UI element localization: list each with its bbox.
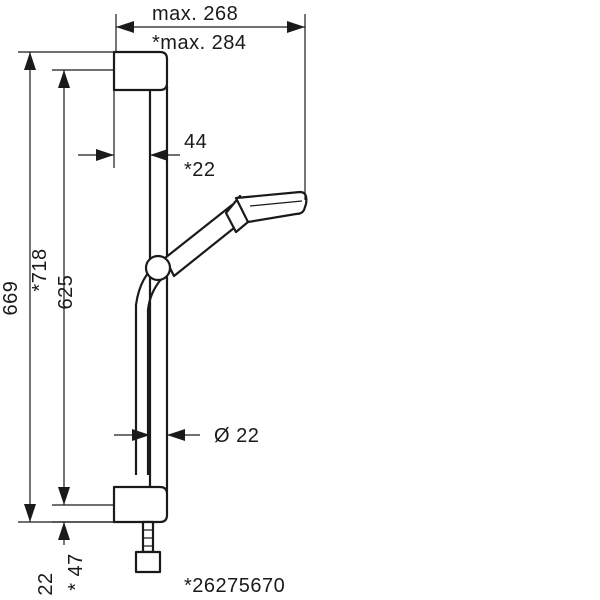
label-bar-diameter: Ø 22 xyxy=(214,425,259,447)
label-top-width: max. 268 xyxy=(152,3,238,25)
label-total-height: 669 xyxy=(0,281,22,316)
label-wall-offset: 44 xyxy=(184,131,207,153)
label-wall-offset-alt: *22 xyxy=(184,159,216,181)
label-rail-height: 625 xyxy=(55,275,77,310)
dimension-labels: max. 268 *max. 284 44 *22 Ø 22 *26275670… xyxy=(0,3,285,597)
label-bottom-offset: 22 xyxy=(35,572,57,595)
dimension-lines xyxy=(18,14,306,545)
hand-shower-face-line xyxy=(249,200,303,207)
label-bottom-offset-alt: * 47 xyxy=(65,553,87,591)
hose-connector xyxy=(134,520,162,574)
hand-shower-head xyxy=(234,190,308,224)
label-total-height-alt: *718 xyxy=(29,248,51,291)
rail-bar xyxy=(148,84,169,494)
label-article-number: *26275670 xyxy=(184,575,285,597)
label-top-width-alt: *max. 284 xyxy=(152,32,247,54)
bottom-wall-bracket xyxy=(112,485,169,524)
shower-rail-assembly xyxy=(112,50,308,574)
slider-joint xyxy=(144,254,172,282)
top-wall-bracket xyxy=(112,50,169,92)
